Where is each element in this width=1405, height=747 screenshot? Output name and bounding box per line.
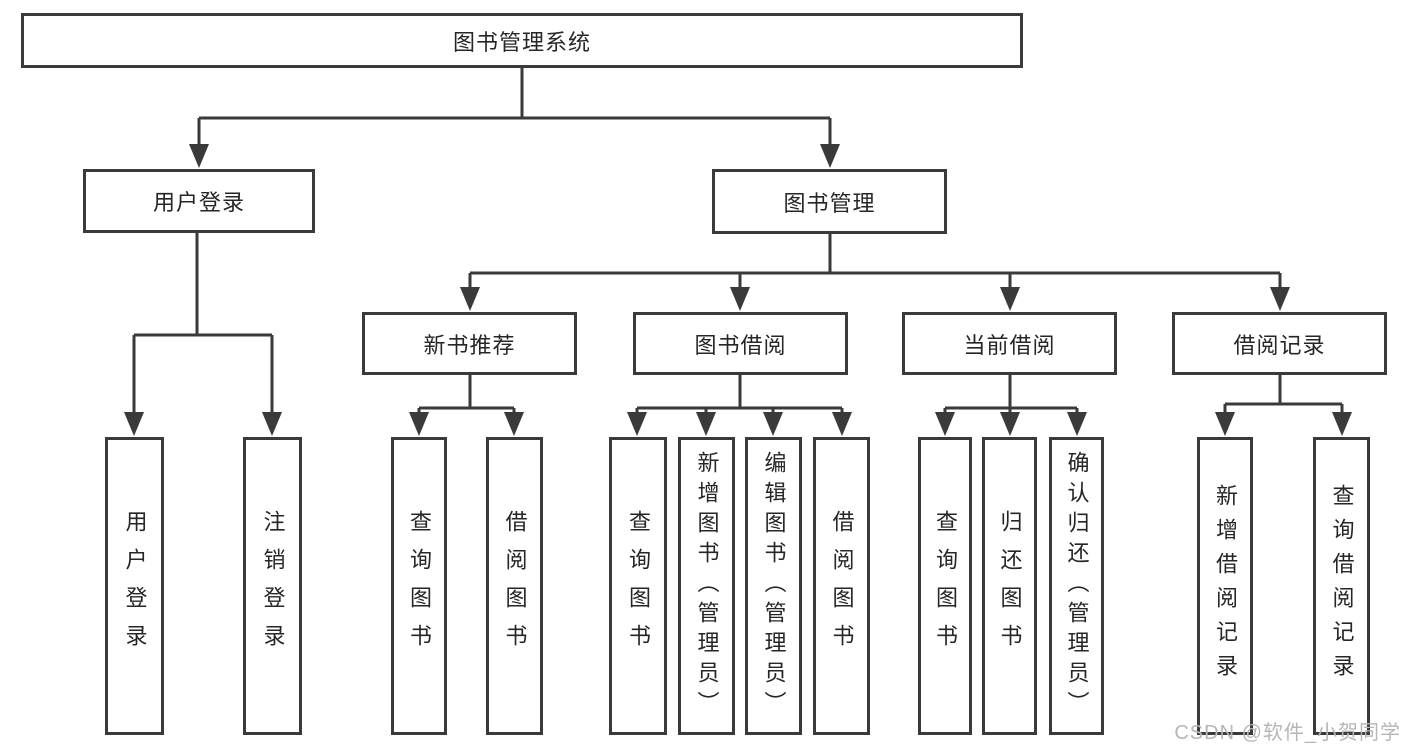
node-label: 图书管理 [783,190,876,216]
node-label: 确认归还（管理员） [1064,451,1090,721]
diagram-node-leaf-cb-confirm-return-admin: 确认归还（管理员） [1049,437,1104,735]
diagram-node-leaf-cb-return-books: 归还图书 [982,437,1037,735]
node-label: 图书管理系统 [452,29,591,55]
node-label: 查询借阅记录 [1329,484,1355,688]
diagram-node-root: 图书管理系统 [21,13,1023,68]
diagram-node-leaf-bb-query-books: 查询图书 [609,437,667,735]
node-label: 当前借阅 [963,332,1056,358]
node-label: 借阅记录 [1233,332,1326,358]
diagram-node-leaf-bb-borrow-books: 借阅图书 [813,437,870,735]
diagram-node-new-book-recommend: 新书推荐 [362,312,577,375]
diagram-node-book-borrowing: 图书借阅 [633,312,848,375]
node-label: 归还图书 [997,510,1023,662]
diagram-node-leaf-br-add-record: 新增借阅记录 [1197,437,1253,735]
node-label: 图书借阅 [694,332,787,358]
node-label: 查询图书 [407,510,432,662]
node-label: 用户登录 [122,510,148,662]
diagram-node-book-management: 图书管理 [712,169,947,234]
diagram-node-leaf-nbr-query-books: 查询图书 [391,437,447,735]
diagram-node-leaf-nbr-borrow-books: 借阅图书 [486,437,543,735]
diagram-node-borrowing-records: 借阅记录 [1172,312,1387,375]
diagram-node-leaf-bb-add-books-admin: 新增图书（管理员） [678,437,735,735]
node-label: 用户登录 [152,190,245,215]
node-label: 新书推荐 [423,332,516,358]
node-label: 注销登录 [260,510,286,662]
node-label: 借阅图书 [829,510,855,662]
node-label: 借阅图书 [502,510,528,662]
node-label: 查询图书 [933,510,958,662]
node-label: 新增借阅记录 [1213,484,1238,688]
diagram-node-leaf-bb-edit-books-admin: 编辑图书（管理员） [745,437,802,735]
diagram-node-leaf-br-query-record: 查询借阅记录 [1313,437,1370,735]
node-label: 编辑图书（管理员） [761,451,787,721]
diagram-node-leaf-user-login: 用户登录 [105,437,164,735]
diagram-node-current-borrowing: 当前借阅 [902,312,1117,375]
diagram-node-leaf-cb-query-books: 查询图书 [918,437,972,735]
diagram-node-user-login: 用户登录 [83,169,315,233]
node-label: 查询图书 [626,510,651,662]
node-label: 新增图书（管理员） [694,451,720,721]
watermark: CSDN @软件_小贺同学 [1174,722,1401,744]
diagram-node-leaf-logout: 注销登录 [243,437,302,735]
